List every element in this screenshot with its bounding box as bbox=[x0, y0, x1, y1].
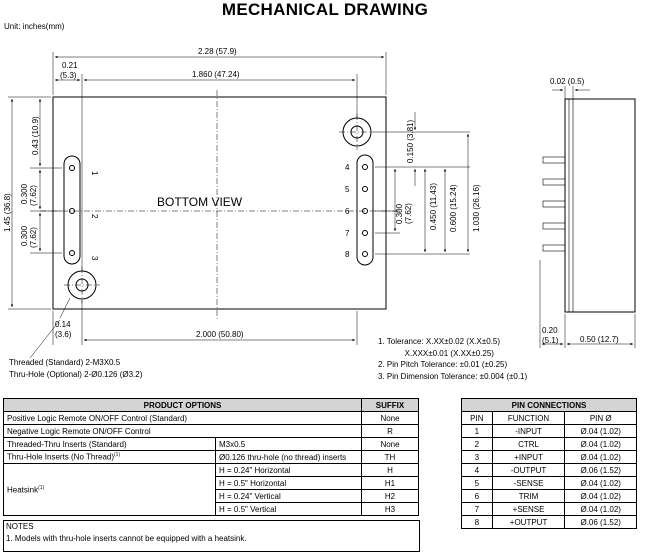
dim-overall-width: 2.28 (57.9) bbox=[198, 47, 237, 56]
svg-text:(7.62): (7.62) bbox=[29, 227, 38, 248]
function-header: FUNCTION bbox=[491, 411, 566, 425]
option-label: Threaded-Thru Inserts (Standard) bbox=[3, 437, 216, 451]
dim-hole-pitch: 1.860 (47.24) bbox=[192, 70, 240, 79]
output-pin-header bbox=[356, 154, 374, 266]
dim-002: 0.02 (0.5) bbox=[550, 77, 585, 86]
mechanical-drawing: 1 2 3 4 5 6 7 8 BOTTOM VIEW 2.28 (57.9) … bbox=[3, 47, 636, 359]
pin-1 bbox=[69, 165, 75, 171]
option-suffix: R bbox=[361, 424, 419, 438]
option-suffix: H3 bbox=[361, 502, 419, 516]
table-row: Thru-Hole Inserts (No Thread)(1) Ø0.126 … bbox=[3, 450, 419, 464]
page-title: MECHANICAL DRAWING bbox=[221, 0, 429, 19]
pin-2 bbox=[69, 208, 75, 214]
product-options-table: PRODUCT OPTIONS SUFFIX Positive Logic Re… bbox=[3, 398, 419, 516]
dim-overall-height: 1.45 (36.8) bbox=[3, 193, 12, 232]
pin-3 bbox=[69, 250, 75, 256]
pin-number-7: 7 bbox=[345, 229, 350, 238]
table-row: H = 0.5" Vertical H3 bbox=[4, 502, 419, 516]
option-suffix: H1 bbox=[361, 476, 419, 490]
pin-number-2: 2 bbox=[90, 214, 99, 219]
svg-text:0.300: 0.300 bbox=[395, 203, 404, 224]
pin-diameter-header: PIN Ø bbox=[564, 411, 637, 425]
tolerance-2: 2. Pin Pitch Tolerance: ±0.01 (±0.25) bbox=[378, 360, 508, 369]
svg-text:0.300: 0.300 bbox=[20, 225, 29, 246]
heatsink-label: Heatsink(1) bbox=[3, 463, 216, 516]
pin-5 bbox=[362, 186, 368, 192]
dim-1030: 1.030 (26.16) bbox=[472, 184, 481, 232]
option-detail: H = 0.24" Horizontal bbox=[215, 463, 362, 477]
suffix-header: SUFFIX bbox=[361, 398, 419, 412]
dim-0450: 0.450 (11.43) bbox=[429, 183, 438, 230]
pin-connections-title: PIN CONNECTIONS bbox=[461, 398, 637, 412]
svg-text:(7.62): (7.62) bbox=[404, 203, 413, 224]
option-suffix: H bbox=[361, 463, 419, 477]
notes-box: NOTES 1. Models with thru-hole inserts c… bbox=[3, 520, 420, 552]
pin-number-6: 6 bbox=[345, 207, 350, 216]
option-detail: H = 0.5" Horizontal bbox=[215, 476, 362, 490]
pin-header: PIN bbox=[461, 411, 493, 425]
pin-6 bbox=[362, 208, 368, 214]
pin-number-8: 8 bbox=[345, 250, 350, 259]
pin-7 bbox=[362, 230, 368, 236]
option-detail: H = 0.24" Vertical bbox=[215, 489, 362, 503]
option-label: Positive Logic Remote ON/OFF Control (St… bbox=[3, 411, 362, 425]
svg-text:(5.3): (5.3) bbox=[60, 71, 77, 80]
svg-text:0.300: 0.300 bbox=[20, 183, 29, 204]
option-label: Negative Logic Remote ON/OFF Control bbox=[3, 424, 362, 438]
option-detail: M3x0.5 bbox=[215, 437, 362, 451]
note-1: 1. Models with thru-hole inserts cannot … bbox=[6, 534, 247, 543]
dim-2000: 2.000 (50.80) bbox=[196, 330, 244, 339]
option-suffix: H2 bbox=[361, 489, 419, 503]
dim-021: 0.21 bbox=[62, 61, 78, 70]
product-options-header: PRODUCT OPTIONS bbox=[3, 398, 362, 412]
tolerance-notes: 1. Tolerance: X.XX±0.02 (X.X±0.5) X.XXX±… bbox=[378, 336, 527, 382]
module-outline bbox=[52, 96, 387, 310]
dim-020: 0.20 bbox=[542, 326, 558, 335]
threaded-holes-label: Threaded (Standard) 2-M3X0.5 bbox=[9, 358, 121, 367]
option-suffix: None bbox=[361, 437, 419, 451]
thru-holes-label: Thru-Hole (Optional) 2-Ø0.126 (Ø3.2) bbox=[9, 370, 143, 379]
table-row: Negative Logic Remote ON/OFF Control R bbox=[3, 424, 419, 438]
mounting-holes-note: Threaded (Standard) 2-M3X0.5 Thru-Hole (… bbox=[9, 357, 142, 381]
option-suffix: TH bbox=[361, 450, 419, 464]
option-detail: H = 0.5" Vertical bbox=[215, 502, 362, 516]
option-suffix: None bbox=[361, 411, 419, 425]
tolerance-1: 1. Tolerance: X.XX±0.02 (X.X±0.5) bbox=[378, 337, 501, 346]
dim-050: 0.50 (12.7) bbox=[580, 335, 619, 344]
dim-0600: 0.600 (15.24) bbox=[449, 184, 458, 232]
tolerance-1b: X.XXX±0.01 (X.XX±0.25) bbox=[378, 348, 494, 358]
table-row: Positive Logic Remote ON/OFF Control (St… bbox=[3, 411, 419, 425]
tolerance-3: 3. Pin Dimension Tolerance: ±0.004 (±0.1… bbox=[378, 371, 528, 381]
pin-8 bbox=[362, 251, 368, 257]
pin-number-3: 3 bbox=[90, 256, 99, 261]
pin-number-5: 5 bbox=[345, 185, 350, 194]
side-view-body bbox=[564, 98, 636, 313]
dim-0150: 0.150 (3.81) bbox=[406, 120, 415, 163]
pin-connections-table: PIN CONNECTIONS PIN FUNCTION PIN Ø 1-INP… bbox=[461, 398, 637, 529]
view-label: BOTTOM VIEW bbox=[157, 195, 243, 209]
pin-number-1: 1 bbox=[90, 171, 99, 176]
option-label: Thru-Hole Inserts (No Thread)(1) bbox=[3, 450, 216, 464]
unit-label: Unit: inches(mm) bbox=[4, 22, 65, 31]
dim-014: 0.14 bbox=[55, 320, 71, 329]
svg-text:(5.1): (5.1) bbox=[542, 336, 559, 345]
table-row: Threaded-Thru Inserts (Standard) M3x0.5 … bbox=[3, 437, 419, 451]
svg-text:(3.6): (3.6) bbox=[55, 330, 72, 339]
option-detail: Ø0.126 thru-hole (no thread) inserts bbox=[215, 450, 362, 464]
pin-4 bbox=[362, 164, 368, 170]
dim-043: 0.43 (10.9) bbox=[31, 116, 40, 155]
input-pin-header bbox=[63, 155, 81, 265]
svg-text:(7.62): (7.62) bbox=[29, 185, 38, 206]
pin-number-4: 4 bbox=[345, 163, 350, 172]
table-row: Heatsink(1) H = 0.24" Horizontal H bbox=[3, 463, 419, 516]
notes-title: NOTES bbox=[6, 522, 34, 531]
